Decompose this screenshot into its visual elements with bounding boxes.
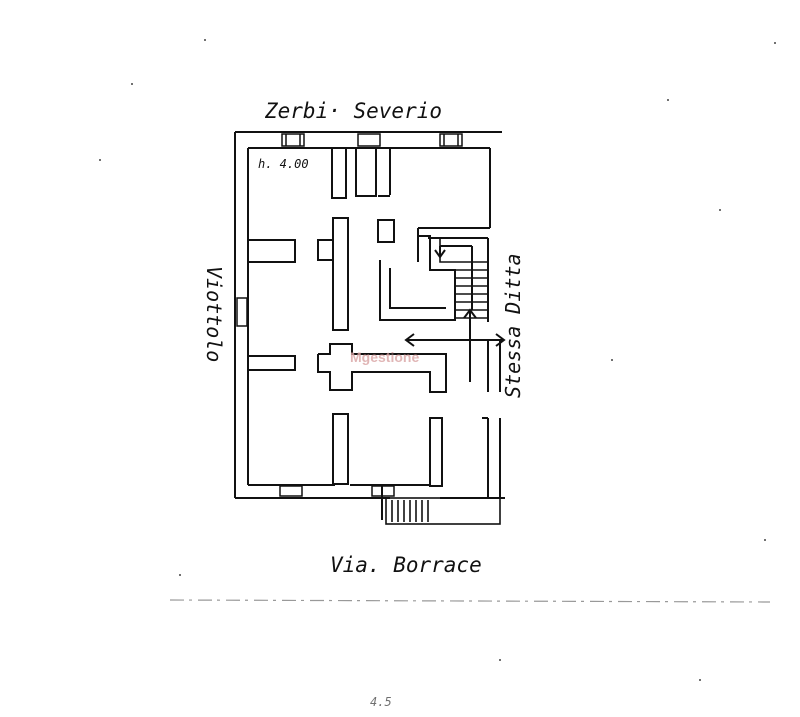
faint-scan-line (169, 599, 771, 603)
height-note: h. 4.00 (258, 157, 309, 171)
label-left: Viottolo (202, 266, 226, 362)
label-bottom: Via. Borrace (330, 553, 482, 577)
access-arrows (404, 245, 506, 382)
entrance-steps (385, 497, 501, 525)
label-right: Stessa Ditta (501, 254, 525, 399)
watermark: Mgestione (350, 349, 419, 365)
interior-walls (248, 147, 456, 520)
staircase (439, 238, 488, 319)
outer-walls (234, 131, 505, 499)
label-top: Zerbi· Severio (264, 99, 442, 123)
scan-specks (99, 39, 776, 681)
page-mark: 4.5 (370, 695, 392, 709)
windows (236, 133, 463, 497)
